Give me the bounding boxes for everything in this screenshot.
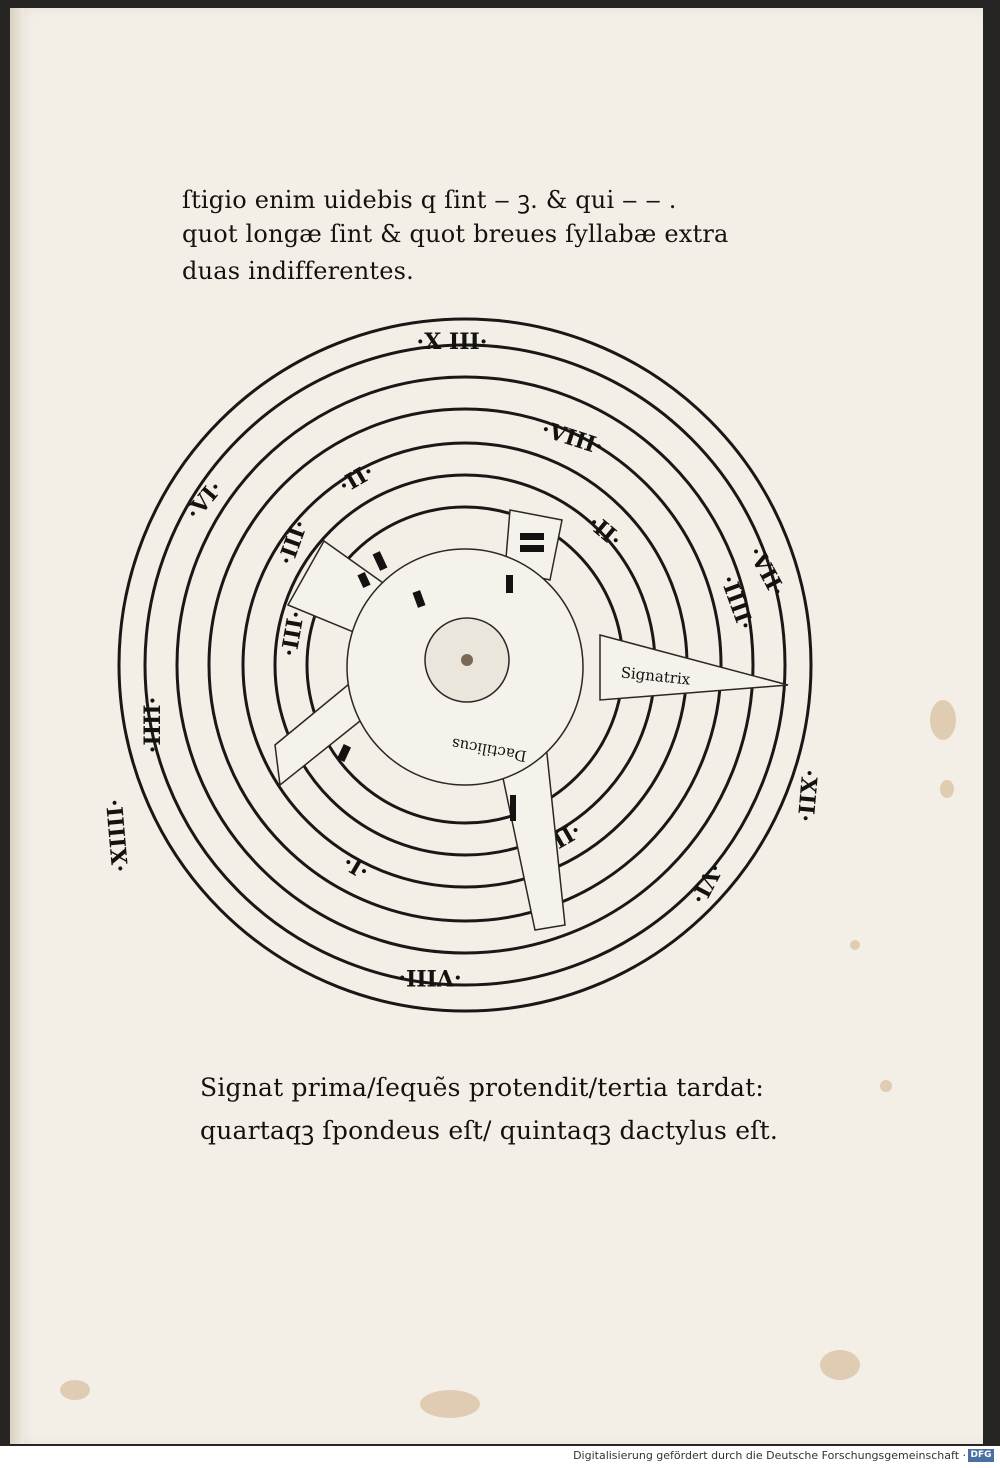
foxing-stain	[930, 700, 956, 740]
foxing-stain	[420, 1390, 480, 1418]
ring-label: ·XII·	[792, 768, 823, 823]
ring-label: ·IIII·	[140, 697, 166, 753]
volvelle-diagram: ·X III· ·VIII· ·VII· ·XII· ·VI· ·VIII· ·…	[102, 317, 823, 1013]
top-text-line-2: quot longæ ſint & quot breues ſyllabæ ex…	[182, 220, 729, 248]
foxing-stain	[940, 780, 954, 798]
foxing-stain	[820, 1350, 860, 1380]
dfg-logo: DFG	[968, 1449, 994, 1462]
bottom-text-line-1: Signat prima/ſequẽs protendit/tertia tar…	[200, 1073, 765, 1102]
ring-label: ·XIIII·	[102, 798, 134, 874]
ring-label: ·VI·	[685, 858, 728, 908]
footer-bar	[0, 1446, 1000, 1468]
ring-label: ·VI·	[181, 476, 228, 525]
ring-label: ·IIII·	[715, 572, 759, 634]
foxing-stain	[880, 1080, 892, 1092]
ring-label: ·II·	[582, 510, 626, 553]
foxing-stain	[850, 940, 860, 950]
ring-label: ·VII·	[742, 542, 790, 601]
volvelle-pivot-thread	[461, 654, 473, 666]
top-text-line-1: ſtigio enim uidebis q ſint ‒ ꝫ. & qui ‒ …	[182, 186, 677, 214]
bottom-text-line-2: quartaqꝫ ſpondeus eſt/ quintaqꝫ dactylus…	[200, 1116, 779, 1145]
ring-label: ·VIII·	[398, 964, 461, 990]
ring-label: ·X III·	[417, 329, 488, 355]
ring-label: ·VIII·	[538, 416, 606, 460]
foxing-stain	[60, 1380, 90, 1400]
ring-label: ·I·	[339, 848, 374, 883]
top-text-line-3: duas indifferentes.	[182, 257, 414, 285]
page-spine-edge	[10, 8, 24, 1444]
digitization-credit: Digitalisierung gefördert durch die Deut…	[573, 1449, 966, 1462]
